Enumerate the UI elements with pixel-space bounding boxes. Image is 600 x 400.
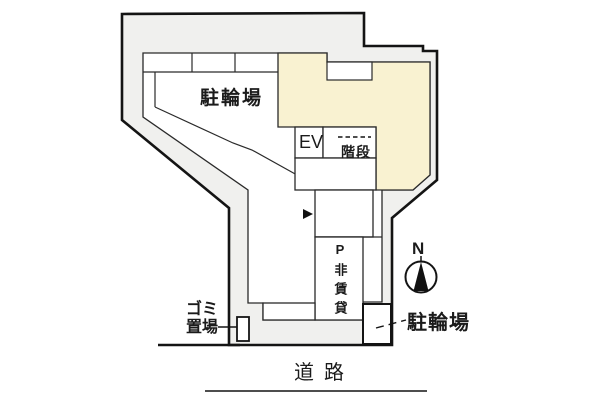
label-bicycle-parking-bottom: 駐輪場 [407,312,470,334]
room-southwest [262,302,316,321]
building-sw-wall [154,106,298,176]
room-below-ev [294,157,377,191]
north-compass-icon [404,256,438,294]
label-stairs: 階段 [341,144,371,160]
room-corridor [314,189,374,238]
label-garbage-area: ゴミ置場 [185,301,218,336]
room-stairs [322,126,377,159]
label-compass-north: N [412,239,425,258]
bicycle-leader-line [375,319,407,329]
room-ev [294,126,324,159]
bicycle-box [362,303,392,345]
label-elevator: EV [299,132,324,152]
label-road: 道路 [294,362,354,384]
room-top-notch [326,61,373,81]
garbage-box [236,316,250,342]
room-p-non-rental [314,236,364,321]
label-bicycle-parking-top: 駐輪場 [200,88,264,109]
entrance-arrow-icon [303,209,313,219]
label-parking-non-rental: P非賃貸 [332,242,348,320]
